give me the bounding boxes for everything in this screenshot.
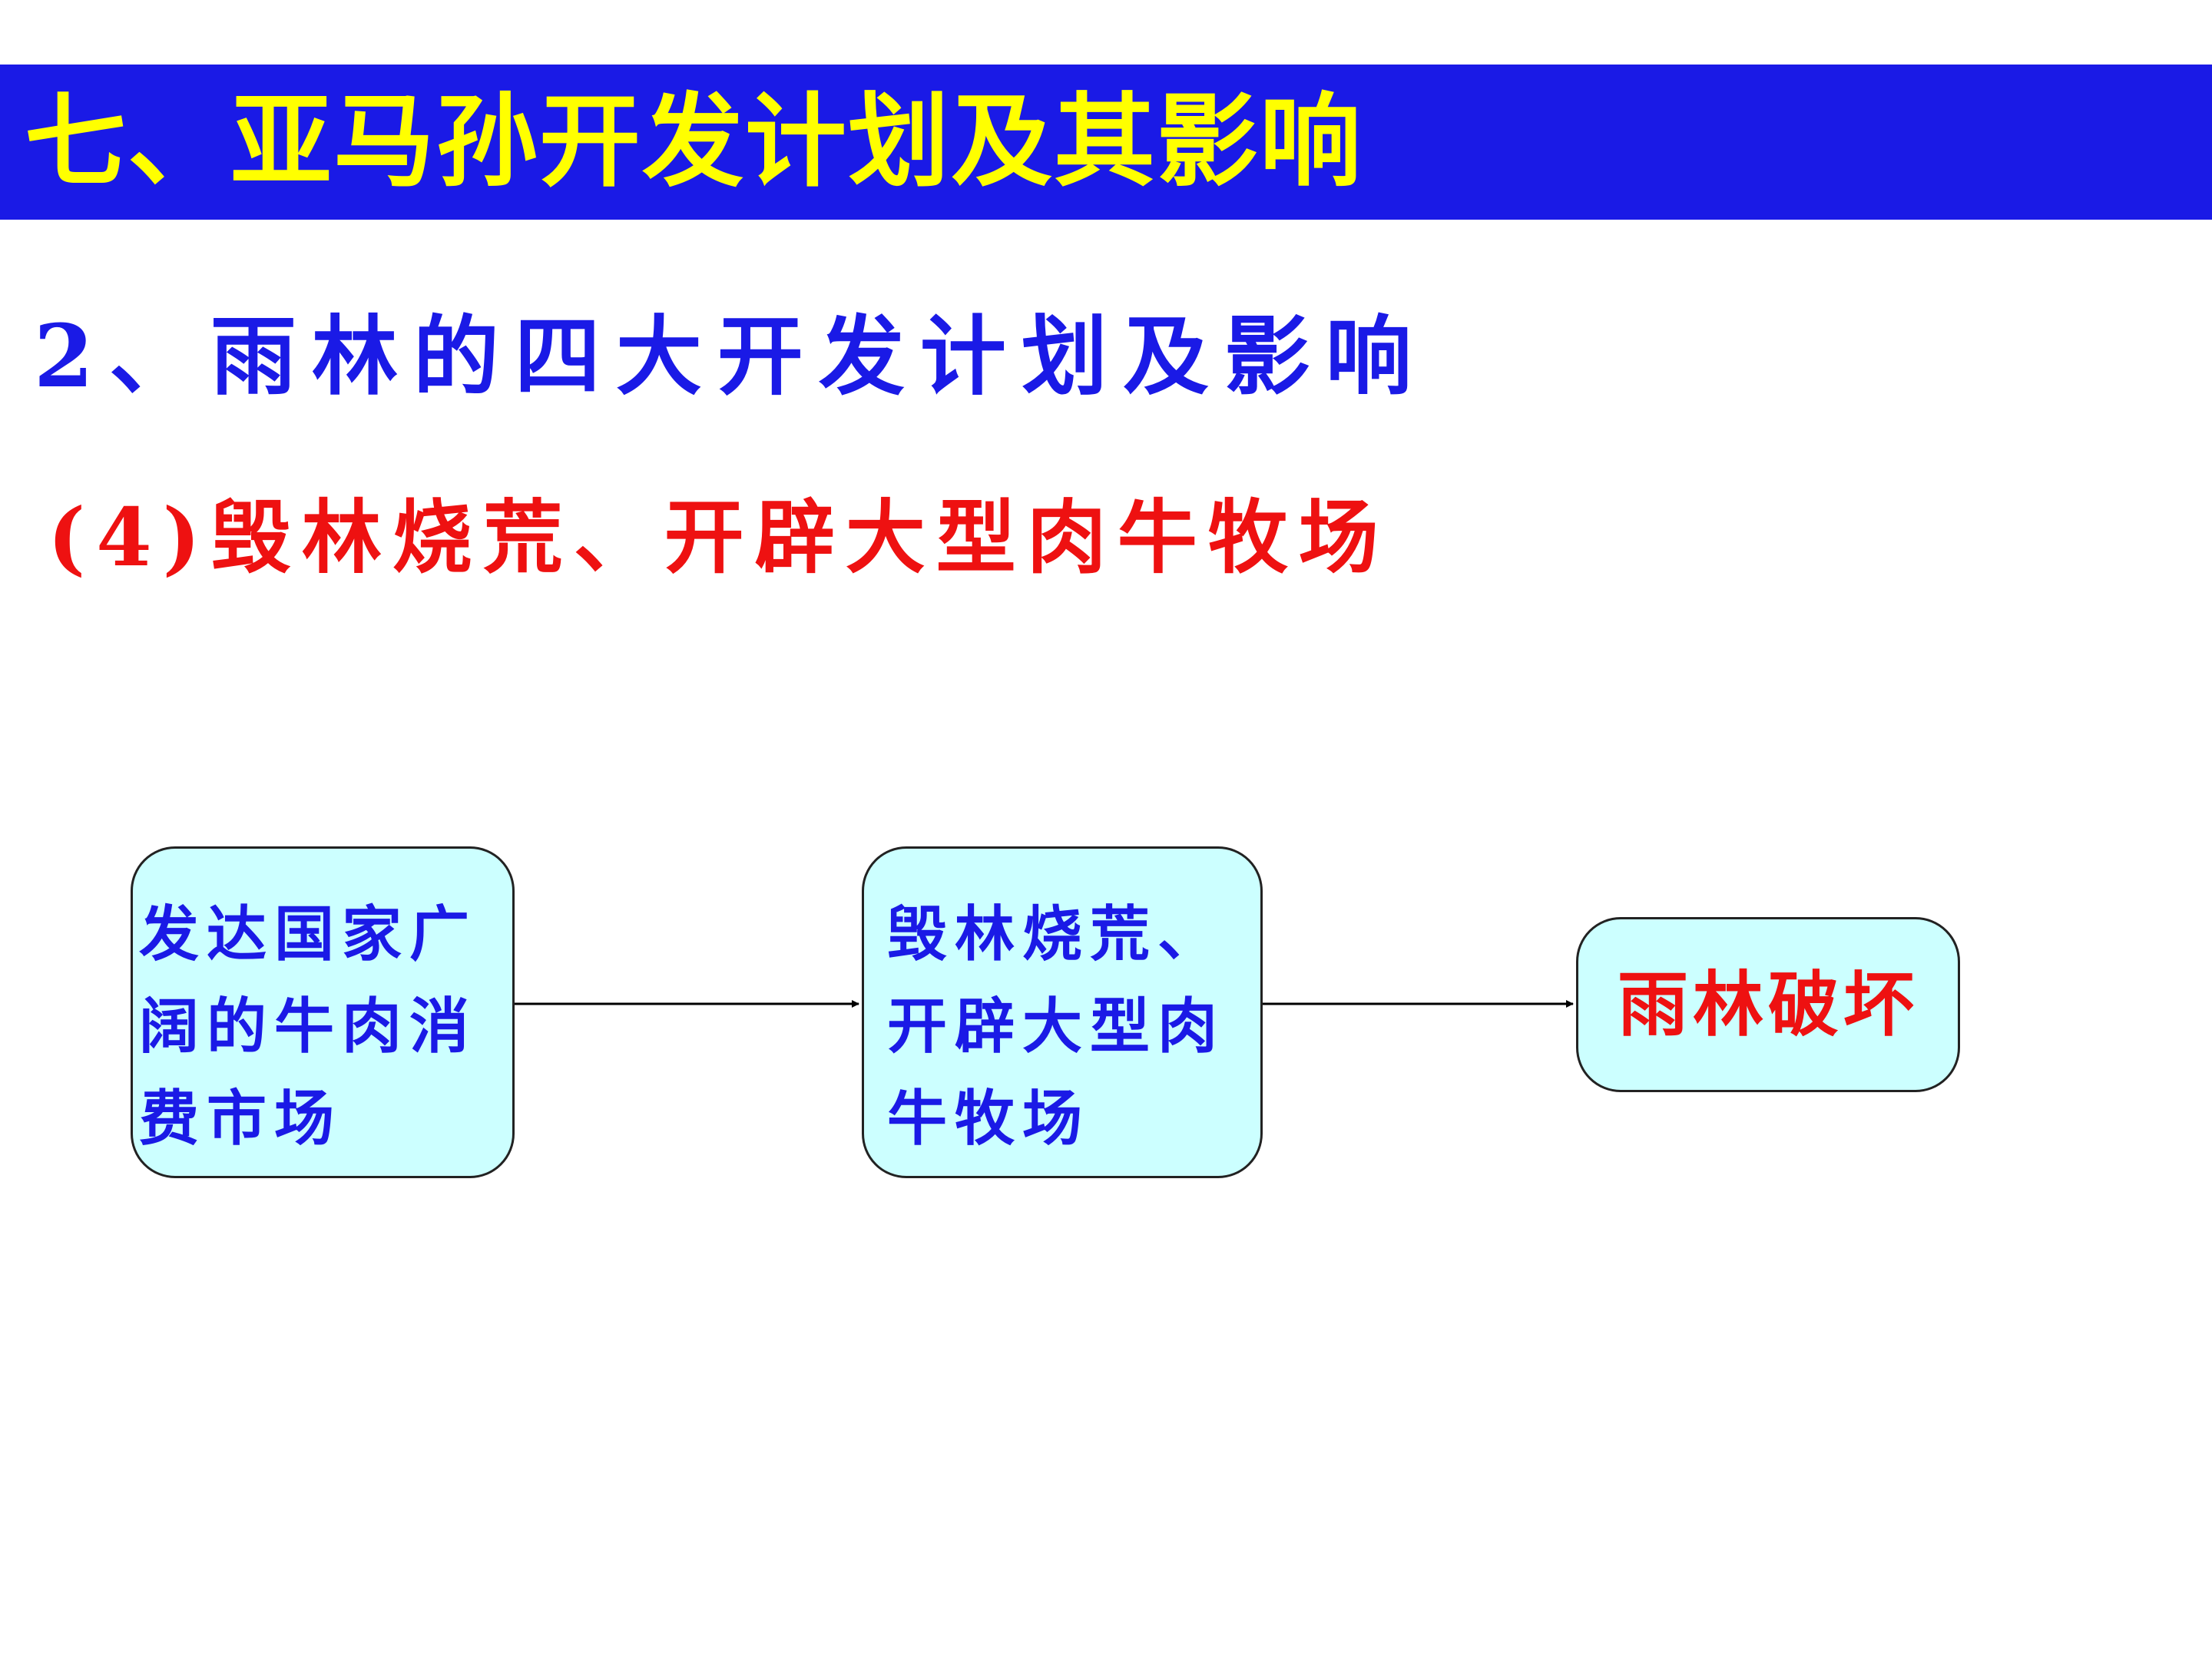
node-result-box: 雨林破坏 <box>1576 917 1960 1092</box>
node-action-text: 毁林烧荒、 开辟大型肉 牛牧场 <box>887 899 1226 1154</box>
node-cause-text: 发达国家广 阔的牛肉消 费市场 <box>139 899 478 1154</box>
page-title: 七、亚马孙开发计划及其影响 <box>25 83 1363 201</box>
node-action-box: 毁林烧荒、 开辟大型肉 牛牧场 <box>862 846 1263 1178</box>
node-result-text: 雨林破坏 <box>1617 963 1919 1046</box>
point-heading: (4)毁林烧荒、开辟大型肉牛牧场 <box>48 490 1389 584</box>
title-bar: 七、亚马孙开发计划及其影响 <box>0 65 2212 220</box>
section-subtitle: 2、雨林的四大开发计划及影响 <box>34 306 1427 407</box>
node-cause-box: 发达国家广 阔的牛肉消 费市场 <box>131 846 515 1178</box>
